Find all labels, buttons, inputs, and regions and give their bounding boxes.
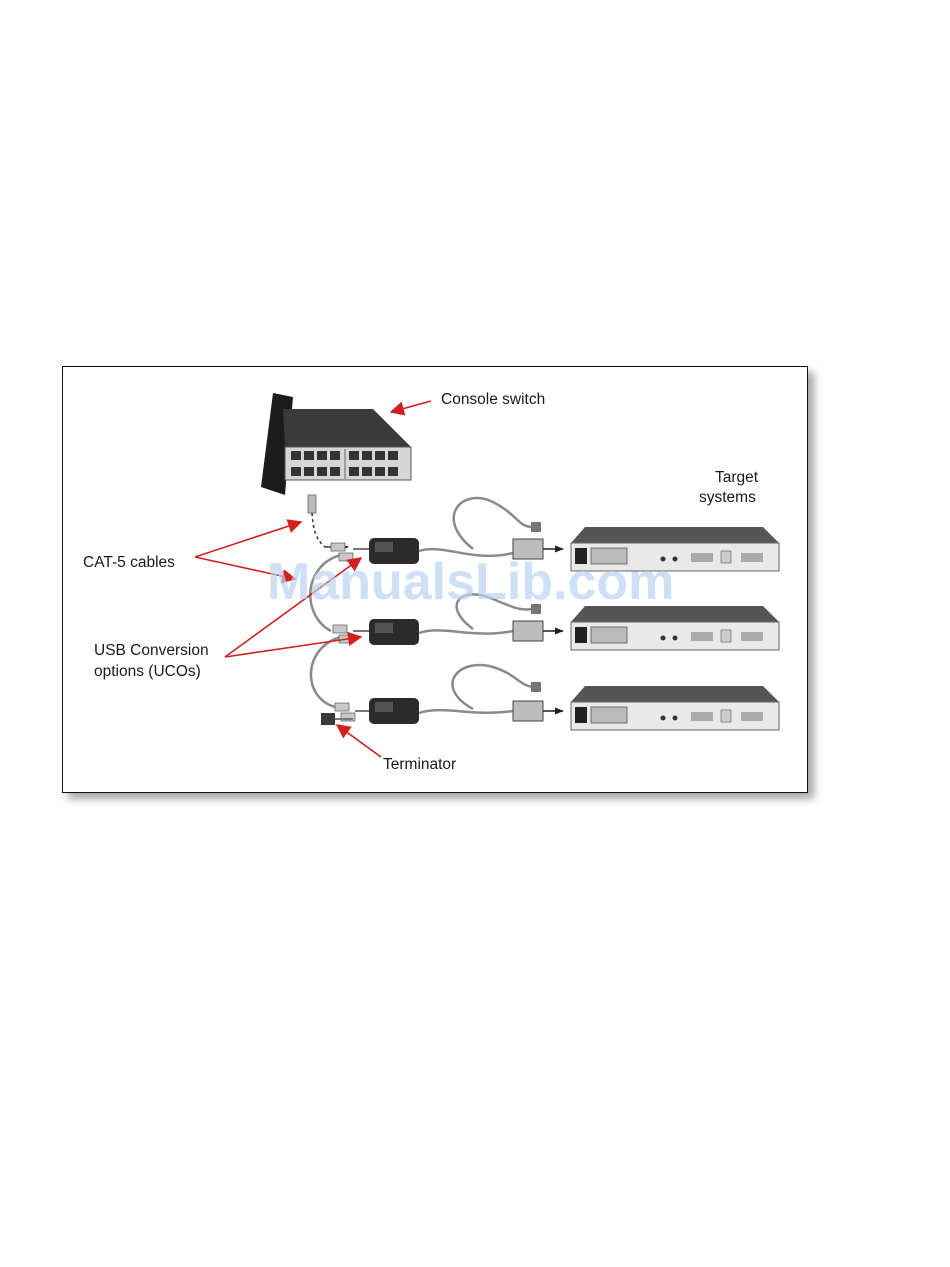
arrow-console-switch xyxy=(391,401,431,412)
label-console-switch: Console switch xyxy=(441,391,545,408)
target-server-3 xyxy=(571,686,779,730)
label-terminator: Terminator xyxy=(383,756,456,773)
watermark-text: ManualsLib.com xyxy=(267,553,674,611)
uco-dongle-2 xyxy=(353,619,513,645)
console-switch-icon xyxy=(261,393,411,495)
uco-dongle-3 xyxy=(355,698,513,724)
kvm-cabling-diagram: Console switch Target systems CAT-5 cabl… xyxy=(63,367,807,792)
label-uco-line1: USB Conversion xyxy=(94,642,209,659)
cat5-cable-switch xyxy=(308,495,348,547)
arrow-uco-2 xyxy=(225,637,361,657)
label-uco-line2: options (UCOs) xyxy=(94,663,201,680)
arrow-terminator xyxy=(337,725,381,757)
target-server-2 xyxy=(571,606,779,650)
label-target-line1: Target xyxy=(715,469,759,486)
label-target-line2: systems xyxy=(699,489,756,506)
arrow-cat5-1 xyxy=(195,522,301,557)
diagram-figure: Console switch Target systems CAT-5 cabl… xyxy=(62,366,808,793)
label-cat5-cables: CAT-5 cables xyxy=(83,554,175,571)
